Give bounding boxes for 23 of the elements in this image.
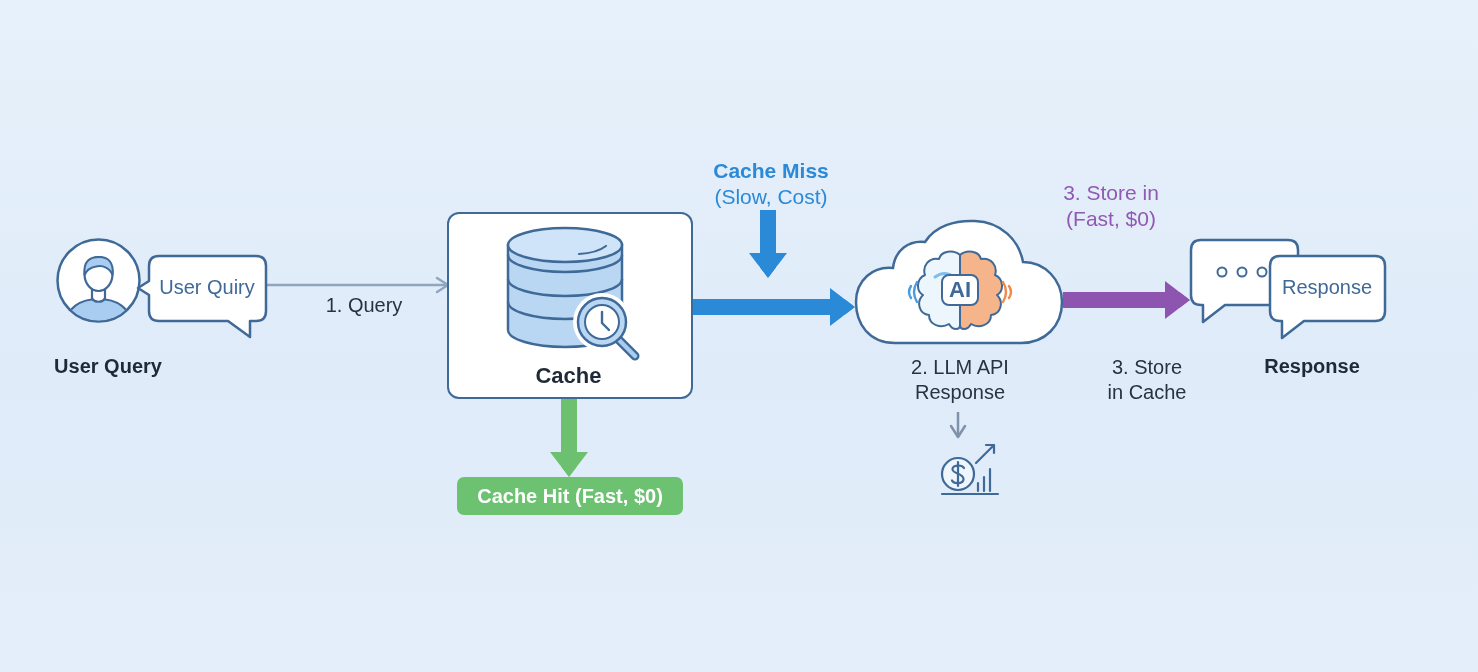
arrow (749, 210, 787, 278)
annotation-note: (Slow, Cost) (714, 183, 828, 210)
user-avatar-icon (56, 238, 141, 323)
node-label: 2. LLM API Response (910, 354, 1010, 405)
arrow (693, 288, 855, 326)
speech-bubble (137, 255, 267, 338)
edge-label: 3. Store in Cache (1106, 354, 1188, 405)
edge-label: 1. Query (325, 292, 403, 318)
arrow (949, 412, 967, 439)
arrow (1063, 281, 1190, 319)
speech-bubble (1269, 255, 1386, 339)
bubble-text: Response (1281, 274, 1373, 300)
node-label: User Query (54, 353, 162, 379)
annotation-text: 3. Store in (Fast, $0) (1062, 179, 1160, 232)
box-title: Cache (535, 361, 602, 390)
bubble-text: User Quiry (159, 274, 255, 300)
annotation-title: Cache Miss (713, 157, 829, 184)
arrow (550, 399, 588, 477)
cache-box (447, 212, 693, 399)
ai-label: AI (941, 274, 979, 306)
cloud-shape (855, 220, 1063, 345)
result-tag: Cache Hit (Fast, $0) (457, 477, 683, 515)
node-label: Response (1264, 353, 1360, 379)
